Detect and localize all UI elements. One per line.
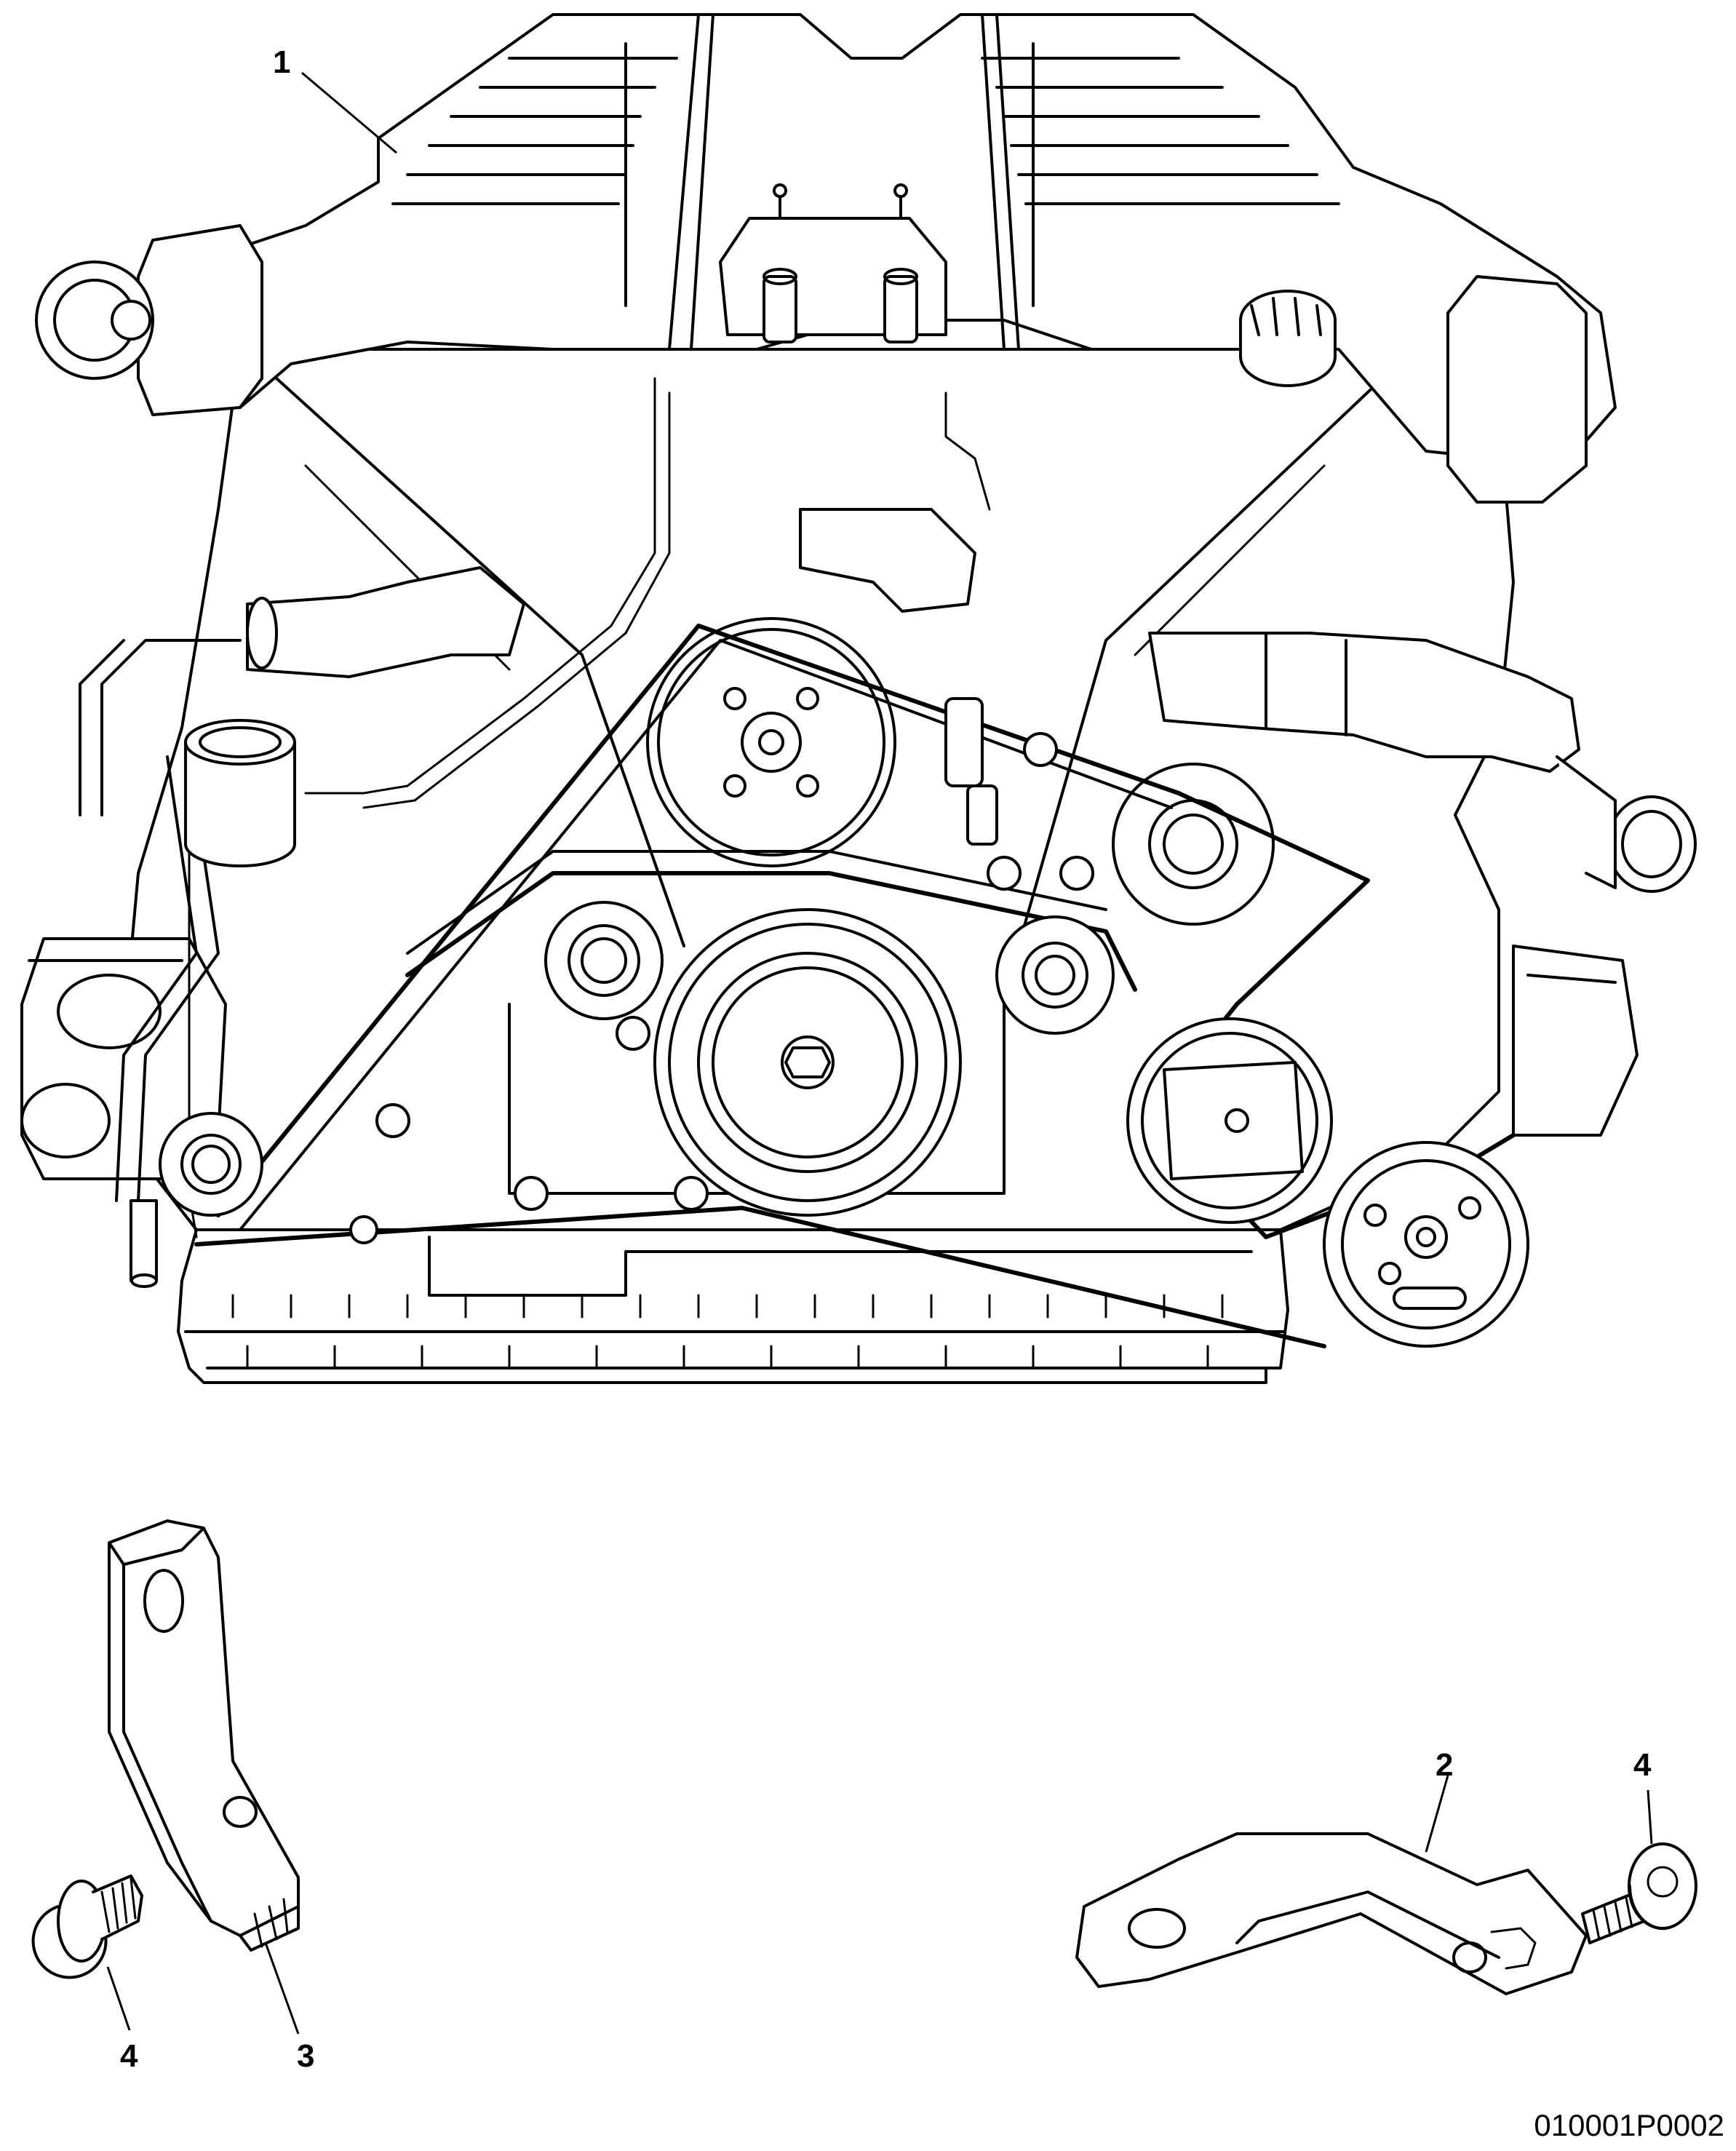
bracket-left — [108, 1519, 300, 1952]
upper-pulley — [646, 617, 896, 867]
engine-assembly — [20, 13, 1697, 1384]
steering-pump-pulley — [1323, 1141, 1529, 1348]
drawing-number: 010001P0002 — [1534, 2108, 1724, 2142]
callout-bolt-right: 4 — [1633, 1747, 1652, 1783]
callout-bolt-left: 4 — [120, 2038, 138, 2074]
drive-belt — [194, 624, 1516, 1348]
callout-bracket-left: 3 — [297, 2038, 314, 2074]
sensor-canister — [184, 719, 296, 867]
leader-lines — [106, 71, 1653, 2035]
right-idler-pulley — [1112, 763, 1275, 926]
idler-pulley-small — [995, 915, 1115, 1035]
bracket-right — [1075, 1832, 1588, 1995]
bolt-right — [1581, 1842, 1697, 1944]
alternator — [1126, 1017, 1333, 1224]
cover-bolts — [349, 697, 1094, 1244]
lower-left-pulley — [159, 1112, 263, 1217]
oil-pan — [177, 1228, 1289, 1384]
coolant-hoses — [79, 508, 1697, 893]
intake-manifold — [35, 13, 1617, 504]
right-accessory — [1512, 945, 1639, 1137]
tensioner-pulley — [544, 901, 664, 1020]
callout-bracket-right: 2 — [1436, 1747, 1453, 1783]
crankshaft-pulley — [653, 908, 962, 1217]
bolt-left — [31, 1874, 143, 1979]
callout-engine: 1 — [273, 44, 290, 80]
